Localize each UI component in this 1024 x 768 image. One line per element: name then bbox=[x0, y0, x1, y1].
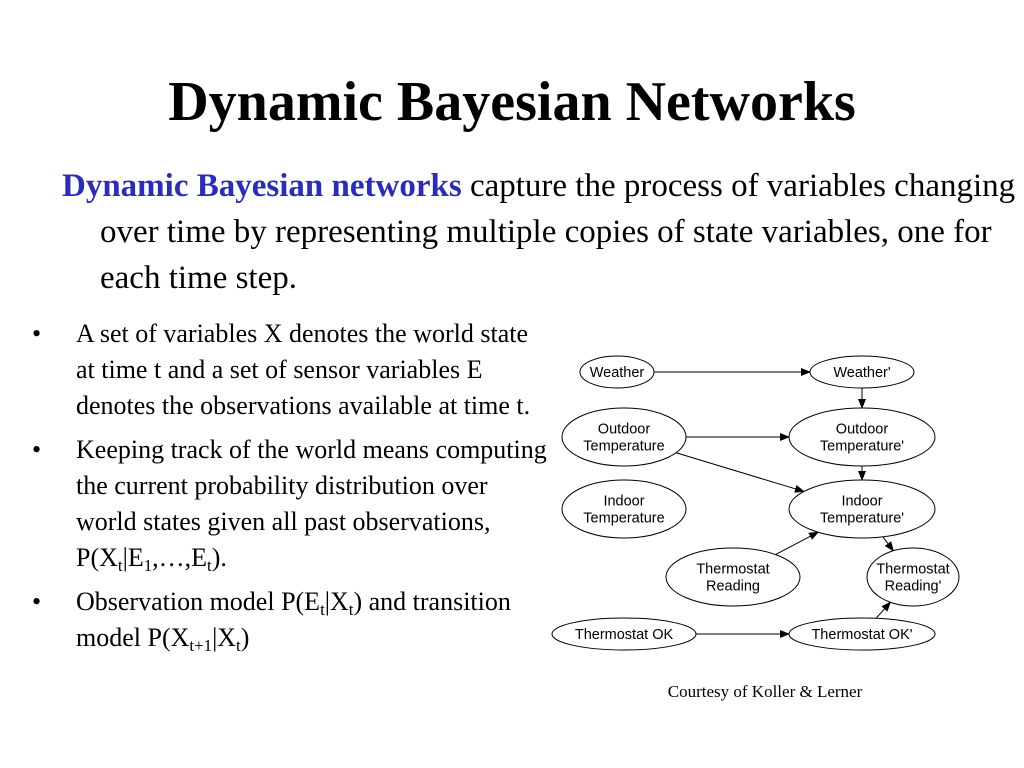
node-label: Weather' bbox=[833, 365, 891, 381]
node-label: Outdoor bbox=[836, 422, 889, 438]
node-weather-next: Weather' bbox=[809, 355, 915, 389]
node-ellipse bbox=[561, 407, 687, 467]
bullet-text: ,…,E bbox=[152, 543, 208, 572]
bullet-dot: • bbox=[32, 435, 42, 464]
bullet-text: |X bbox=[324, 587, 349, 616]
node-ellipse bbox=[866, 547, 960, 607]
subscript: t bbox=[207, 556, 212, 576]
edge-reading-to-indoor_next bbox=[775, 531, 819, 556]
node-label: Temperature' bbox=[820, 439, 904, 455]
node-ellipse bbox=[561, 479, 687, 539]
bullet-text: |X bbox=[212, 623, 237, 652]
edge-outdoor-to-indoor_next bbox=[675, 452, 805, 493]
node-label: Reading bbox=[706, 579, 760, 595]
node-weather: Weather bbox=[579, 355, 655, 389]
node-label: Thermostat OK' bbox=[811, 627, 912, 643]
bullet-text: ). bbox=[211, 543, 227, 572]
subscript: t bbox=[348, 600, 354, 620]
bullet-text: ) bbox=[240, 623, 250, 652]
intro-term: Dynamic Bayesian networks bbox=[62, 168, 462, 204]
node-label: Temperature bbox=[583, 511, 664, 527]
bullet-text: A set of variables X denotes the world s… bbox=[76, 319, 531, 420]
node-label: Temperature bbox=[583, 439, 664, 455]
node-ellipse bbox=[579, 355, 655, 389]
bullet-text: ) and transition model P(X bbox=[76, 587, 511, 652]
node-label: Reading' bbox=[885, 579, 942, 595]
edge-ok_next-to-reading_next bbox=[875, 601, 892, 619]
node-ok: Thermostat OK bbox=[551, 617, 697, 651]
bullet-item-tracking: • Keeping track of the world means comput… bbox=[30, 432, 550, 576]
node-label: Thermostat bbox=[876, 562, 949, 578]
node-ellipse bbox=[788, 407, 936, 467]
node-label: Outdoor bbox=[598, 422, 651, 438]
subscript: t+1 bbox=[189, 636, 213, 656]
edges-layer bbox=[654, 368, 894, 638]
bullet-dot: • bbox=[32, 319, 42, 348]
bullet-dot: • bbox=[32, 587, 42, 616]
node-ellipse bbox=[788, 479, 936, 539]
intro-paragraph: Dynamic Bayesian networks capture the pr… bbox=[62, 163, 1020, 301]
bullet-list: • A set of variables X denotes the world … bbox=[30, 316, 550, 664]
subscript: 1 bbox=[143, 556, 153, 576]
node-ellipse bbox=[788, 617, 936, 651]
node-label: Indoor bbox=[603, 494, 644, 510]
bullet-text: |E bbox=[122, 543, 144, 572]
bullet-item-models: •Observation model P(Et|Xt) and transiti… bbox=[30, 584, 550, 656]
node-label: Thermostat bbox=[696, 562, 769, 578]
image-credit: Courtesy of Koller & Lerner bbox=[667, 682, 863, 701]
intro-text: capture the process of variables changin… bbox=[100, 168, 1016, 296]
subscript: t bbox=[236, 636, 241, 656]
subscript: t bbox=[320, 600, 325, 620]
node-ellipse bbox=[551, 617, 697, 651]
bullet-text: Keeping track of the world means computi… bbox=[76, 435, 547, 572]
node-ellipse bbox=[809, 355, 915, 389]
node-ok-next: Thermostat OK' bbox=[788, 617, 936, 651]
node-ellipse bbox=[665, 547, 801, 607]
node-label: Temperature' bbox=[820, 511, 904, 527]
bullet-item-world-state: • A set of variables X denotes the world … bbox=[30, 316, 550, 424]
node-label: Weather bbox=[590, 365, 645, 381]
bullet-text: Observation model P(E bbox=[76, 587, 321, 616]
slide-title: Dynamic Bayesian Networks bbox=[168, 71, 856, 133]
node-label: Indoor bbox=[841, 494, 882, 510]
edge-indoor_next-to-reading_next bbox=[882, 536, 894, 552]
subscript: t bbox=[117, 556, 123, 576]
node-label: Thermostat OK bbox=[575, 627, 674, 643]
